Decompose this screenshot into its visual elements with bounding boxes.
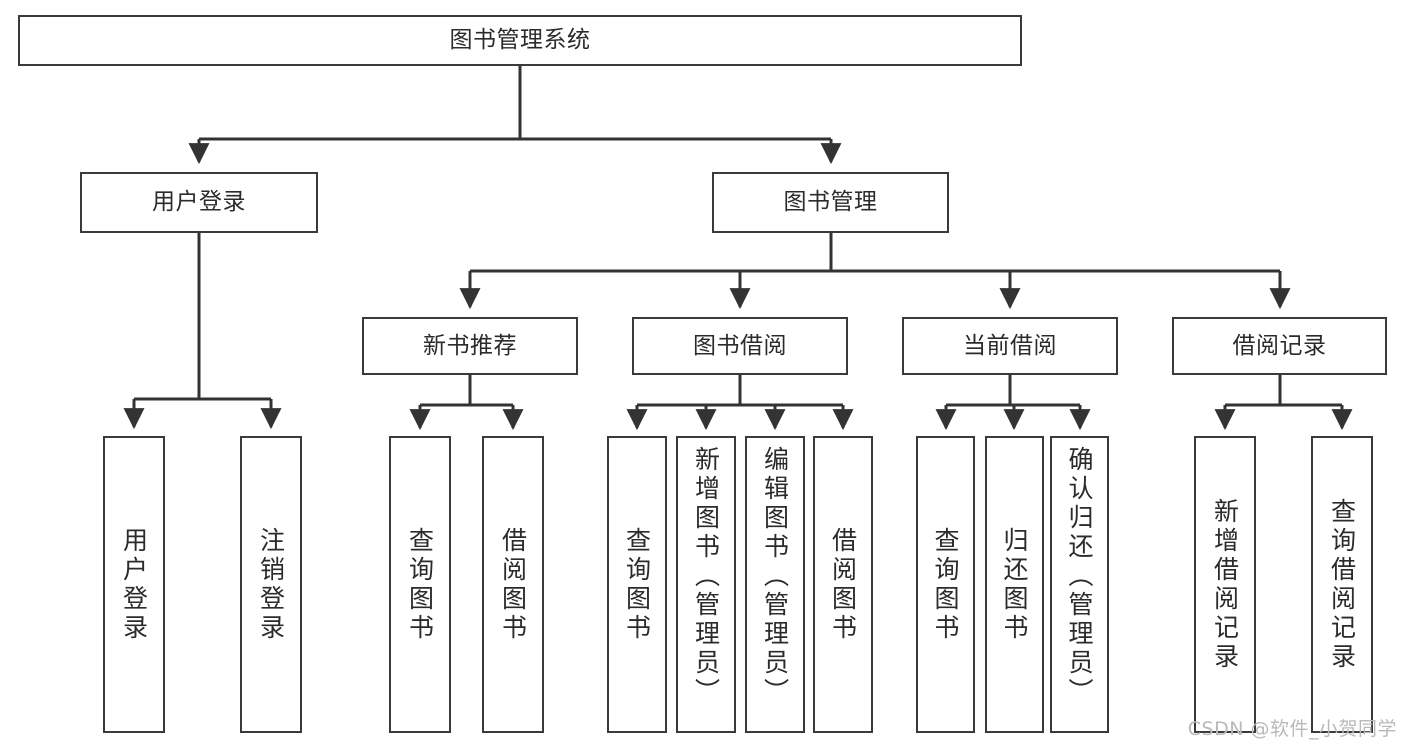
node-level3-3-label: 借阅记录 bbox=[1232, 332, 1327, 359]
node-leaf-1[interactable]: 注销登录 bbox=[240, 436, 302, 733]
node-leaf-10-label: 确认归还（管理员） bbox=[1065, 446, 1094, 707]
node-level3-3[interactable]: 借阅记录 bbox=[1172, 317, 1387, 375]
node-leaf-7[interactable]: 借阅图书 bbox=[813, 436, 873, 733]
node-level3-2-label: 当前借阅 bbox=[963, 332, 1057, 359]
node-leaf-1-label: 注销登录 bbox=[256, 526, 286, 643]
node-level3-0-label: 新书推荐 bbox=[423, 332, 517, 359]
node-level2-1[interactable]: 图书管理 bbox=[712, 172, 949, 233]
watermark: CSDN @软件_小贺同学 bbox=[1187, 718, 1397, 740]
node-level3-0[interactable]: 新书推荐 bbox=[362, 317, 578, 375]
node-leaf-8-label: 查询图书 bbox=[931, 526, 960, 643]
node-root[interactable]: 图书管理系统 bbox=[18, 15, 1022, 66]
node-leaf-5[interactable]: 新增图书（管理员） bbox=[676, 436, 736, 733]
node-leaf-11[interactable]: 新增借阅记录 bbox=[1194, 436, 1256, 733]
node-leaf-2[interactable]: 查询图书 bbox=[389, 436, 451, 733]
node-level2-0[interactable]: 用户登录 bbox=[80, 172, 318, 233]
node-leaf-0[interactable]: 用户登录 bbox=[103, 436, 165, 733]
node-leaf-12-label: 查询借阅记录 bbox=[1327, 497, 1357, 672]
node-leaf-6-label: 编辑图书（管理员） bbox=[760, 446, 790, 707]
node-leaf-6[interactable]: 编辑图书（管理员） bbox=[745, 436, 805, 733]
node-leaf-9[interactable]: 归还图书 bbox=[985, 436, 1044, 733]
node-leaf-4-label: 查询图书 bbox=[622, 526, 652, 643]
node-leaf-0-label: 用户登录 bbox=[119, 526, 149, 643]
node-leaf-4[interactable]: 查询图书 bbox=[607, 436, 667, 733]
node-level3-1[interactable]: 图书借阅 bbox=[632, 317, 848, 375]
node-level3-1-label: 图书借阅 bbox=[693, 332, 787, 359]
node-leaf-3[interactable]: 借阅图书 bbox=[482, 436, 544, 733]
node-leaf-11-label: 新增借阅记录 bbox=[1210, 497, 1240, 672]
node-root-label: 图书管理系统 bbox=[449, 27, 591, 54]
node-leaf-7-label: 借阅图书 bbox=[828, 526, 858, 643]
node-leaf-3-label: 借阅图书 bbox=[498, 526, 528, 643]
node-leaf-10[interactable]: 确认归还（管理员） bbox=[1050, 436, 1109, 733]
node-leaf-9-label: 归还图书 bbox=[1000, 526, 1029, 643]
node-level3-2[interactable]: 当前借阅 bbox=[902, 317, 1118, 375]
node-level2-1-label: 图书管理 bbox=[783, 189, 878, 216]
node-level2-0-label: 用户登录 bbox=[152, 189, 246, 216]
node-leaf-5-label: 新增图书（管理员） bbox=[691, 446, 721, 707]
node-leaf-12[interactable]: 查询借阅记录 bbox=[1311, 436, 1373, 733]
node-leaf-2-label: 查询图书 bbox=[405, 526, 435, 643]
node-leaf-8[interactable]: 查询图书 bbox=[916, 436, 975, 733]
